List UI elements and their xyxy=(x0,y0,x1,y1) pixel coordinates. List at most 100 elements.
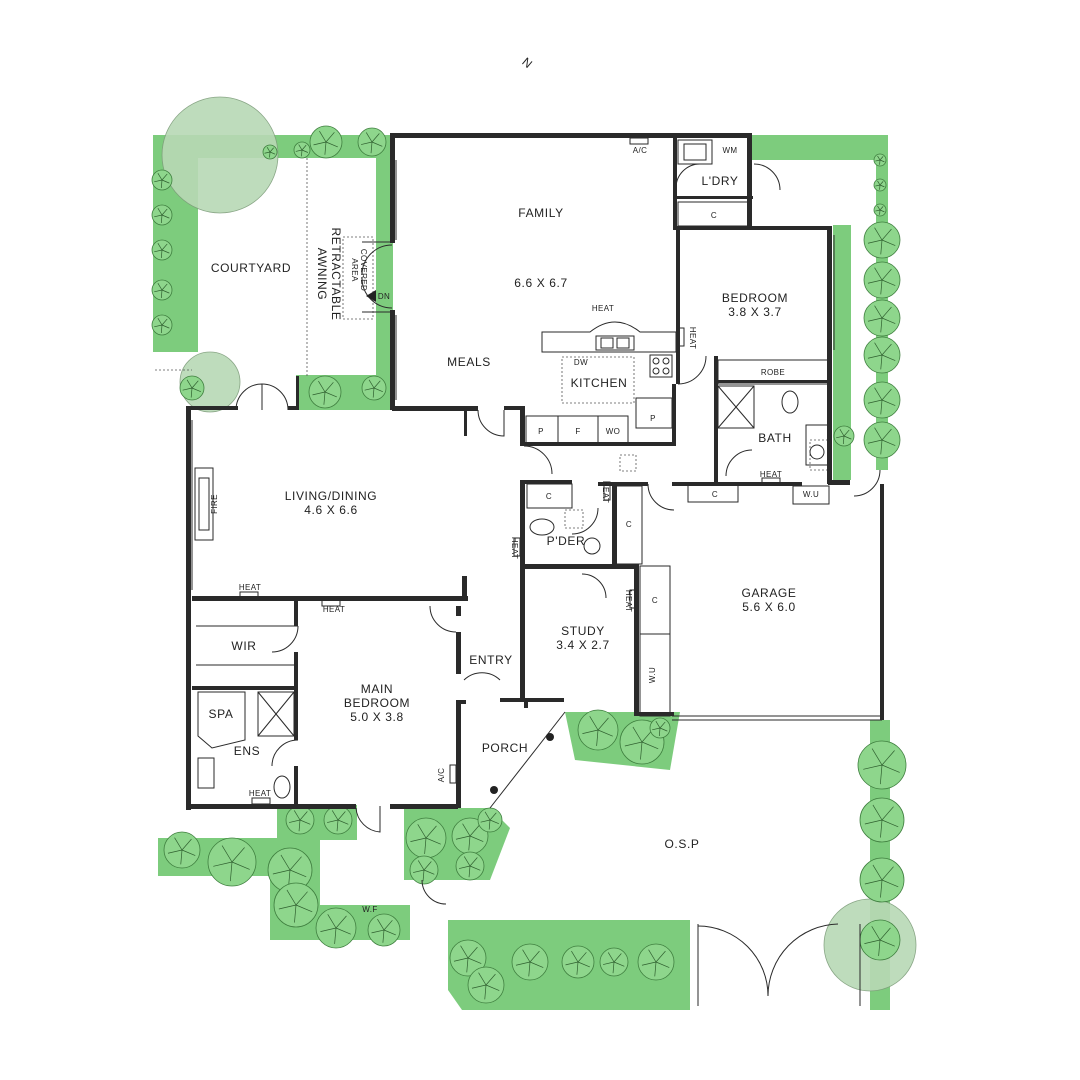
shrub-branch xyxy=(335,915,347,929)
shrub-branch xyxy=(425,837,441,845)
shrub-branch xyxy=(157,282,163,291)
label-kitchen: KITCHEN xyxy=(571,376,628,390)
label-meals: MEALS xyxy=(447,355,491,369)
shrub-branch xyxy=(422,869,425,882)
label-living-dining-size: 4.6 X 6.6 xyxy=(304,503,357,517)
shrub-branch xyxy=(522,949,531,963)
label-wir: WIR xyxy=(231,639,256,653)
shrub-branch xyxy=(455,835,471,840)
shrub-branch xyxy=(880,879,883,898)
shrub-branch xyxy=(182,387,193,391)
shrub-branch xyxy=(368,379,375,389)
shrub-branch xyxy=(565,961,579,966)
shrub-branch xyxy=(469,824,480,837)
shrub-branch xyxy=(373,387,383,393)
shrub-branch xyxy=(877,205,881,211)
shrub-branch xyxy=(881,354,896,361)
label-laundry: L'DRY xyxy=(701,174,738,188)
shrub-branch xyxy=(410,837,427,842)
shrub-branch xyxy=(881,439,896,446)
shrub-branch xyxy=(161,318,168,326)
shrub-branch xyxy=(874,227,883,241)
shrub-branch xyxy=(293,810,301,821)
shrub-branch xyxy=(425,825,437,839)
shrub-branch xyxy=(324,391,337,398)
shrub-branch xyxy=(161,249,170,254)
shrub-branch xyxy=(589,716,599,731)
shrub-branch xyxy=(181,849,196,856)
shrub-branch xyxy=(881,317,896,324)
shrub-branch xyxy=(324,141,327,155)
shrub-branch xyxy=(154,249,163,253)
shrub-branch xyxy=(371,133,380,143)
shrub-branch xyxy=(880,317,883,333)
label-robe: ROBE xyxy=(761,368,785,377)
label-heat-living: HEAT xyxy=(239,583,261,592)
shrub-branch xyxy=(881,306,892,319)
shrub-branch xyxy=(881,819,899,828)
label-pantry-1: P xyxy=(538,427,544,436)
label-porch: PORCH xyxy=(482,741,528,755)
shrub-branch xyxy=(157,207,163,216)
shrub-branch xyxy=(161,214,170,219)
shrub-branch xyxy=(160,179,163,189)
trees xyxy=(151,96,917,1004)
shrub-branch xyxy=(880,819,883,838)
shrub-branch xyxy=(301,149,309,153)
label-bedroom: BEDROOM xyxy=(722,291,788,305)
shrub-branch xyxy=(879,156,884,161)
shrub-branch xyxy=(323,391,326,405)
shrub-branch xyxy=(370,141,373,154)
shrub-branch xyxy=(467,957,482,964)
label-main-bedroom-size: 5.0 X 3.8 xyxy=(350,710,403,724)
label-heat-entry: HEAT xyxy=(510,537,519,559)
shrub-branch xyxy=(878,939,881,956)
shrub-branch xyxy=(364,387,375,391)
shrub-branch xyxy=(413,869,425,873)
shrub-branch xyxy=(867,439,883,444)
label-osp: O.S.P xyxy=(664,837,699,851)
shrub-branch xyxy=(515,961,531,966)
shrub-branch xyxy=(612,961,615,974)
label-retractable: RETRACTABLE xyxy=(329,227,343,320)
shrub-branch xyxy=(337,819,349,825)
shrub-branch xyxy=(576,961,579,975)
shrub-branch xyxy=(881,866,894,881)
shrub-branch xyxy=(295,904,313,913)
shrub-branch xyxy=(652,727,661,731)
shrub-branch xyxy=(160,289,163,299)
shrub-branch xyxy=(231,847,245,863)
shrub-branch xyxy=(382,929,385,943)
shrub-branch xyxy=(417,860,425,871)
shrub-branch xyxy=(468,865,471,878)
shrub-branch xyxy=(871,748,883,766)
shrub-branch xyxy=(269,151,276,155)
shrub-branch xyxy=(383,929,396,936)
shrub-branch xyxy=(180,849,183,865)
shrub-branch xyxy=(361,141,373,145)
shrub-branch xyxy=(632,726,643,743)
shrub-branch xyxy=(881,388,892,401)
label-spa: SPA xyxy=(209,707,234,721)
shrub-branch xyxy=(488,819,491,830)
shrub-branch xyxy=(468,835,471,851)
label-family-size: 6.6 X 6.7 xyxy=(514,276,567,290)
shrub-branch xyxy=(154,324,163,328)
label-heat-main-bedroom: HEAT xyxy=(323,605,345,614)
label-garage: GARAGE xyxy=(742,586,797,600)
shrub-branch xyxy=(213,861,233,867)
shrub-branch xyxy=(167,849,183,854)
label-heat-ensuite: HEAT xyxy=(249,789,271,798)
shrub-branch xyxy=(157,172,163,181)
shrub-branch xyxy=(231,861,250,870)
shrub-branch xyxy=(298,819,301,832)
shrub-branch xyxy=(571,950,579,963)
shrub-branch xyxy=(191,387,201,393)
shrub-branch xyxy=(221,845,233,863)
shrub-branch xyxy=(469,865,481,871)
label-wu-garage: W.U xyxy=(803,490,819,499)
label-cupboard-laundry: C xyxy=(711,211,717,220)
shrub-branch xyxy=(879,206,884,211)
shrub-branch xyxy=(299,819,311,825)
label-pantry-2: P xyxy=(650,414,656,423)
